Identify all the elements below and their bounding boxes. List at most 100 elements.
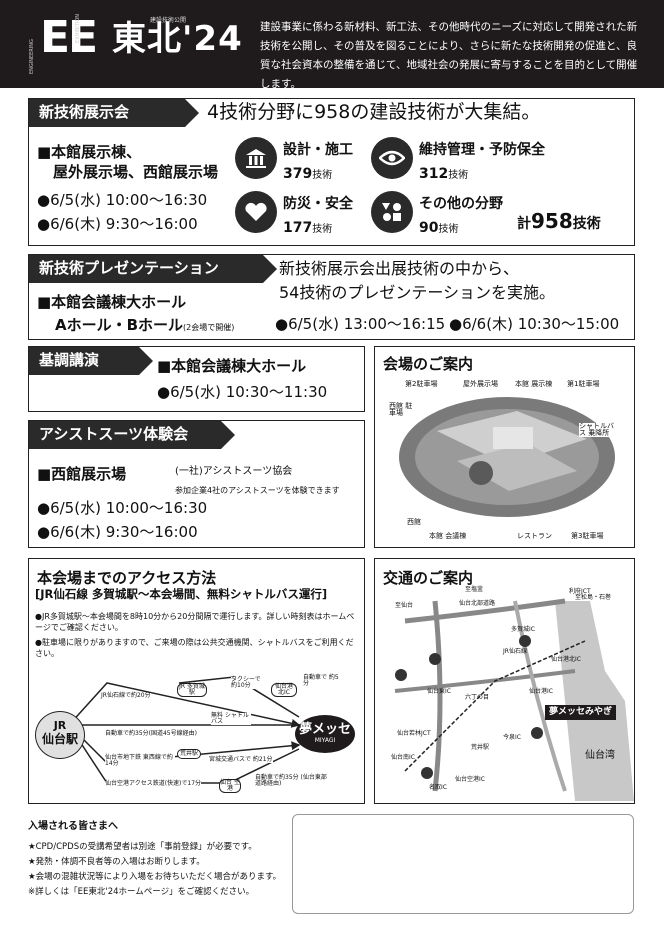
logo-name: 東北'24 xyxy=(112,19,243,59)
route-label: 自動車で約35分(国道45号線経由) xyxy=(105,730,197,737)
exhibit-venue-2: 屋外展示場、西館展示場 xyxy=(53,163,219,181)
notice-title: 入場される皆さまへ xyxy=(28,821,118,832)
exhibit-venue-1: ■本館展示棟、 xyxy=(37,143,142,161)
traffic-label: 仙台若林JCT xyxy=(397,730,431,737)
traffic-label: 仙台港北IC xyxy=(551,656,581,663)
notice-item: ★会場の混雑状況等により入場をお待ちいただく場合があります。 xyxy=(28,872,282,882)
exhibit-section: 新技術展示会 4技術分野に958の建設技術が大集結。 ■本館展示棟、 屋外展示場… xyxy=(28,98,635,246)
assist-tag: アシストスーツ体験会 xyxy=(29,421,221,449)
presentation-date-1: ●6/5(水) 13:00〜16:15 xyxy=(275,315,446,333)
traffic-label: 荒井駅 xyxy=(471,744,490,751)
category-label: その他の分野 xyxy=(419,196,503,212)
assist-date-1: ●6/5(水) 10:00〜16:30 xyxy=(37,499,208,517)
traffic-label: 利府JCT xyxy=(569,588,591,595)
traffic-label: 今泉IC xyxy=(503,734,521,741)
venue-label: 第2駐車場 xyxy=(405,380,438,388)
traffic-label: 仙台空港IC xyxy=(455,776,485,783)
shapes-icon xyxy=(371,191,413,233)
traffic-bay: 仙台湾 xyxy=(585,750,615,761)
heart-icon xyxy=(235,191,277,233)
destination-logo: 夢メッセ MIYAGI xyxy=(295,715,355,753)
keynote-tag: 基調講演 xyxy=(29,347,139,375)
assist-tag-arrow xyxy=(221,421,235,449)
building-icon xyxy=(235,137,277,179)
exhibit-date-1: ●6/5(水) 10:00〜16:30 xyxy=(37,191,208,209)
presentation-date-2: ●6/6(木) 10:30〜15:00 xyxy=(449,315,620,333)
venue-label: 第1駐車場 xyxy=(567,380,600,388)
access-title: 本会場までのアクセス方法 xyxy=(37,569,217,587)
traffic-label: 至塩釜 xyxy=(465,586,484,593)
venue-label: レストラン xyxy=(517,532,552,540)
route-label: 荒井駅 xyxy=(177,749,202,759)
notice-item: ★発熱・体調不良者等の入場はお断りします。 xyxy=(28,857,205,867)
assist-section: アシストスーツ体験会 ■西館展示場 (一社)アシストスーツ協会 参加企業4社のア… xyxy=(28,420,365,548)
route-label: 仙台港 北IC xyxy=(271,683,297,697)
presentation-headline-1: 新技術展示会出展技術の中から、 xyxy=(279,259,520,278)
route-label: 自動車で約35分 (仙台東部道路経由) xyxy=(255,774,327,787)
venue-label: シャトルバス 乗降所 xyxy=(579,423,619,437)
logo-subtitle: 建設技術公開 xyxy=(150,17,187,24)
exhibit-tag-arrow xyxy=(185,99,199,127)
keynote-section: 基調講演 ■本館会議棟大ホール ●6/5(水) 10:30〜11:30 xyxy=(28,346,365,412)
route-label: 無料 シャトルバス xyxy=(211,713,251,725)
origin-station: JR 仙台駅 xyxy=(35,711,85,759)
category-count: 379技術 xyxy=(283,166,333,182)
access-subtitle: [JR仙石線 多賀城駅〜本会場間、無料シャトルバス運行] xyxy=(35,587,328,601)
assist-venue: ■西館展示場 xyxy=(37,465,127,483)
presentation-tag: 新技術プレゼンテーション xyxy=(29,255,263,283)
route-label: JR 多賀城駅 xyxy=(177,683,207,697)
category-label: 防災・安全 xyxy=(283,196,353,212)
route-label: 自動車で 約5分 xyxy=(303,674,339,687)
traffic-map-section: 交通のご案内 仙台北部道路 至塩釜 利府JCT 至松島・石巻 至仙台 仙台港北I… xyxy=(374,558,635,804)
traffic-map-title: 交通のご案内 xyxy=(383,569,474,587)
presentation-headline-2: 54技術のプレゼンテーションを実施。 xyxy=(279,283,556,302)
traffic-label: 多賀城IC xyxy=(511,626,535,633)
category-count: 177技術 xyxy=(283,220,333,236)
assist-org: (一社)アシストスーツ協会 xyxy=(175,466,293,477)
traffic-label: 至松島・石巻 xyxy=(575,594,612,601)
route-label: 宮城交通バスで 約21分 xyxy=(209,756,273,763)
keynote-date: ●6/5(水) 10:30〜11:30 xyxy=(157,383,328,401)
venue-label: 西館 xyxy=(407,518,421,526)
category-label: 維持管理・予防保全 xyxy=(419,142,545,158)
traffic-label: 仙台北部道路 xyxy=(459,600,496,607)
venue-label: 本館 会議棟 xyxy=(429,532,467,540)
route-label: 仙台空港アクセス鉄道(快速)で17分 xyxy=(105,780,202,787)
keynote-venue: ■本館会議棟大ホール xyxy=(157,357,307,375)
header-banner: ENGINEERING EE EXHIBITION 建設技術公開 東北'24 建… xyxy=(0,0,664,90)
traffic-label: 名取IC xyxy=(429,784,447,791)
exhibit-tag: 新技術展示会 xyxy=(29,99,185,127)
presentation-venue: ■本館会議棟大ホール xyxy=(37,293,187,311)
venue-label: 本館 展示棟 xyxy=(515,380,553,388)
category-count: 90技術 xyxy=(419,220,459,236)
traffic-label: 仙台東IC xyxy=(427,688,451,695)
traffic-label: 仙台港IC xyxy=(529,688,553,695)
traffic-label: 至仙台 xyxy=(395,602,414,609)
traffic-destination: 夢メッセみやぎ xyxy=(545,705,617,720)
presentation-hall: Aホール・Bホール(2会場で開催) xyxy=(55,316,235,334)
logo-engineering-text: ENGINEERING xyxy=(29,39,35,74)
assist-date-2: ●6/6(木) 9:30〜16:00 xyxy=(37,523,198,541)
venue-map-title: 会場のご案内 xyxy=(383,355,474,373)
category-count: 312技術 xyxy=(419,166,469,182)
access-section: 本会場までのアクセス方法 [JR仙石線 多賀城駅〜本会場間、無料シャトルバス運行… xyxy=(28,558,365,804)
venue-map-section: 会場のご案内 第2駐車場 屋外展示場 本館 展示棟 第1駐車場 西館 駐車場 シ… xyxy=(374,346,635,548)
exhibit-total: 計958技術 xyxy=(517,209,601,233)
presentation-tag-arrow xyxy=(263,255,277,283)
route-label: タクシーで 約10分 xyxy=(231,677,267,689)
keynote-tag-arrow xyxy=(139,347,153,375)
route-label: 仙台 空港 xyxy=(219,779,241,793)
eye-icon xyxy=(371,137,413,179)
route-label: JR仙石線で約20分 xyxy=(101,692,151,699)
venue-label: 西館 駐車場 xyxy=(389,402,413,417)
venue-label: 第3駐車場 xyxy=(571,532,604,540)
traffic-label: 六丁の目 xyxy=(465,694,490,701)
traffic-label: 仙台南IC xyxy=(391,754,415,761)
venue-aerial-photo xyxy=(399,397,615,517)
presentation-section: 新技術プレゼンテーション 新技術展示会出展技術の中から、 54技術のプレゼンテー… xyxy=(28,254,635,340)
logo-exhibition-text: EXHIBITION xyxy=(75,14,81,43)
assist-note: 参加企業4社のアシストスーツを体験できます xyxy=(175,486,340,495)
venue-label: 屋外展示場 xyxy=(463,380,498,388)
category-label: 設計・施工 xyxy=(283,142,353,158)
traffic-road-map xyxy=(394,598,634,801)
